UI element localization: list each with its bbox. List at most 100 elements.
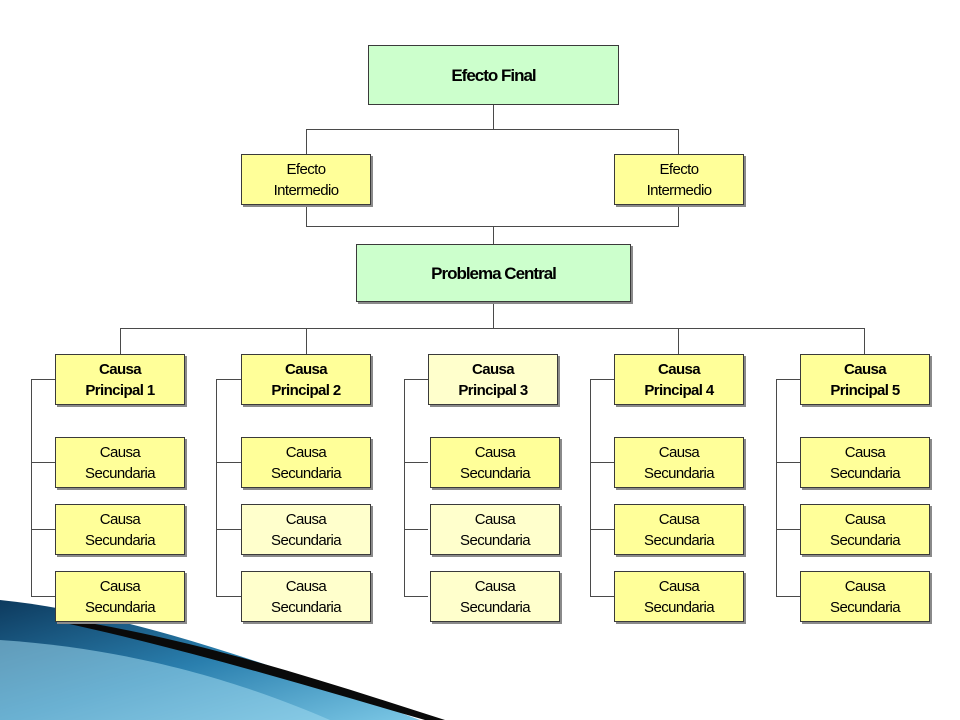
- main-cause-line1: Causa: [98, 360, 142, 378]
- secondary-cause-line2: Secundaria: [85, 531, 155, 549]
- branch-line: [590, 379, 614, 380]
- secondary-cause-box: Causa Secundaria: [800, 437, 930, 488]
- branch-line: [216, 462, 241, 463]
- connector-line: [864, 328, 865, 354]
- branch-line: [31, 379, 55, 380]
- connector-line: [120, 328, 121, 354]
- intermediate-effect-line1: Efecto: [286, 160, 327, 178]
- secondary-cause-line1: Causa: [844, 443, 886, 461]
- secondary-cause-box: Causa Secundaria: [241, 437, 371, 488]
- branch-line: [404, 529, 428, 530]
- branch-line: [216, 379, 217, 596]
- secondary-cause-line2: Secundaria: [271, 464, 341, 482]
- secondary-cause-line2: Secundaria: [644, 598, 714, 616]
- final-effect-box: Efecto Final: [368, 45, 619, 105]
- secondary-cause-line1: Causa: [474, 510, 516, 528]
- central-problem-label: Problema Central: [431, 263, 557, 283]
- branch-line: [404, 596, 428, 597]
- branch-line: [216, 379, 241, 380]
- secondary-cause-line2: Secundaria: [644, 464, 714, 482]
- main-cause-box: Causa Principal 5: [800, 354, 930, 405]
- secondary-cause-line1: Causa: [658, 443, 700, 461]
- intermediate-effect-box: Efecto Intermedio: [614, 154, 744, 205]
- corner-light-wave: [0, 640, 330, 720]
- main-cause-line1: Causa: [284, 360, 328, 378]
- main-cause-box: Causa Principal 2: [241, 354, 371, 405]
- main-cause-line1: Causa: [657, 360, 701, 378]
- secondary-cause-line2: Secundaria: [830, 531, 900, 549]
- connector-line: [306, 328, 307, 354]
- branch-line: [216, 529, 241, 530]
- connector-line: [678, 129, 679, 154]
- secondary-cause-line2: Secundaria: [85, 598, 155, 616]
- secondary-cause-line1: Causa: [99, 577, 141, 595]
- branch-line: [31, 462, 55, 463]
- secondary-cause-line1: Causa: [844, 577, 886, 595]
- connector-line: [306, 205, 307, 226]
- branch-line: [404, 462, 428, 463]
- connector-line: [678, 205, 679, 226]
- secondary-cause-box: Causa Secundaria: [55, 437, 185, 488]
- branch-line: [404, 379, 428, 380]
- secondary-cause-line1: Causa: [285, 510, 327, 528]
- secondary-cause-line1: Causa: [844, 510, 886, 528]
- intermediate-effect-line2: Intermedio: [646, 181, 712, 199]
- branch-line: [776, 379, 777, 596]
- connector-line: [493, 302, 494, 328]
- main-cause-line2: Principal 1: [85, 381, 155, 399]
- branch-line: [590, 379, 591, 596]
- secondary-cause-line1: Causa: [285, 443, 327, 461]
- connector-line: [306, 129, 679, 130]
- branch-line: [590, 529, 614, 530]
- branch-line: [31, 596, 55, 597]
- main-cause-box: Causa Principal 1: [55, 354, 185, 405]
- connector-line: [306, 226, 679, 227]
- secondary-cause-box: Causa Secundaria: [430, 504, 560, 555]
- main-cause-line1: Causa: [471, 360, 515, 378]
- secondary-cause-line1: Causa: [285, 577, 327, 595]
- secondary-cause-box: Causa Secundaria: [614, 504, 744, 555]
- main-cause-box: Causa Principal 4: [614, 354, 744, 405]
- secondary-cause-box: Causa Secundaria: [241, 571, 371, 622]
- main-cause-box: Causa Principal 3: [428, 354, 558, 405]
- connector-line: [306, 129, 307, 154]
- main-cause-line1: Causa: [843, 360, 887, 378]
- central-problem-box: Problema Central: [356, 244, 631, 302]
- secondary-cause-box: Causa Secundaria: [55, 571, 185, 622]
- secondary-cause-box: Causa Secundaria: [800, 571, 930, 622]
- secondary-cause-line1: Causa: [99, 443, 141, 461]
- secondary-cause-box: Causa Secundaria: [430, 437, 560, 488]
- secondary-cause-line2: Secundaria: [644, 531, 714, 549]
- secondary-cause-box: Causa Secundaria: [614, 571, 744, 622]
- intermediate-effect-line2: Intermedio: [273, 181, 339, 199]
- main-cause-line2: Principal 2: [271, 381, 341, 399]
- secondary-cause-box: Causa Secundaria: [430, 571, 560, 622]
- secondary-cause-line2: Secundaria: [271, 531, 341, 549]
- secondary-cause-line2: Secundaria: [830, 598, 900, 616]
- secondary-cause-line2: Secundaria: [460, 531, 530, 549]
- intermediate-effect-line1: Efecto: [659, 160, 700, 178]
- branch-line: [31, 379, 32, 596]
- secondary-cause-line2: Secundaria: [460, 464, 530, 482]
- secondary-cause-box: Causa Secundaria: [55, 504, 185, 555]
- branch-line: [776, 379, 800, 380]
- secondary-cause-line2: Secundaria: [85, 464, 155, 482]
- branch-line: [31, 529, 55, 530]
- secondary-cause-line1: Causa: [658, 577, 700, 595]
- connector-line: [120, 328, 865, 329]
- connector-line: [493, 226, 494, 244]
- secondary-cause-line2: Secundaria: [460, 598, 530, 616]
- branch-line: [590, 596, 614, 597]
- secondary-cause-line2: Secundaria: [830, 464, 900, 482]
- branch-line: [590, 462, 614, 463]
- corner-black-swoosh: [60, 618, 445, 720]
- secondary-cause-line1: Causa: [474, 443, 516, 461]
- intermediate-effect-box: Efecto Intermedio: [241, 154, 371, 205]
- branch-line: [216, 596, 241, 597]
- main-cause-line2: Principal 5: [830, 381, 900, 399]
- secondary-cause-line2: Secundaria: [271, 598, 341, 616]
- secondary-cause-box: Causa Secundaria: [800, 504, 930, 555]
- main-cause-line2: Principal 3: [458, 381, 528, 399]
